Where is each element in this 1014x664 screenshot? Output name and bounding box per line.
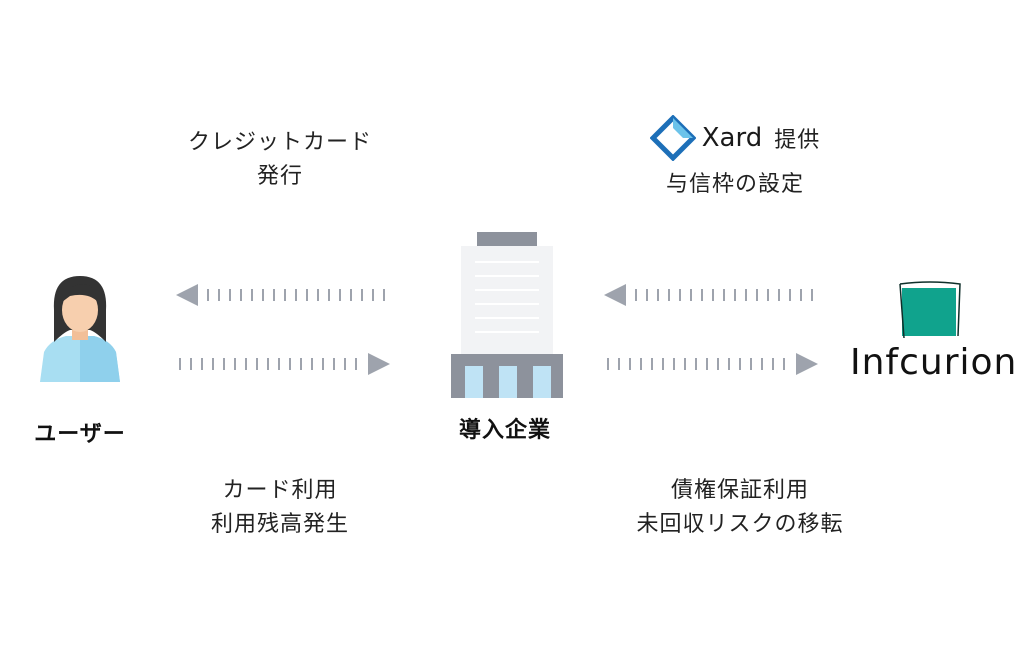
company-label: 導入企業 [458,418,551,443]
xard-brand-text: Xard [701,123,763,153]
caption-card-issuance: クレジットカード 発行 [160,126,400,194]
arrow-to-company-from-user [179,353,390,375]
user-label: ユーザー [34,422,126,447]
partner-node: Infcurion [850,280,1014,383]
caption-line: 与信枠の設定 [665,172,804,197]
caption-card-usage: カード利用 利用残高発生 [160,474,400,542]
caption-line: 未回収リスクの移転 [636,512,844,537]
user-node: ユーザー [20,270,140,448]
caption-xard-credit: Xard 提供 与信枠の設定 [610,112,860,202]
caption-line: 利用残高発生 [210,512,349,537]
caption-line: クレジットカード [187,130,372,155]
arrow-to-company-from-partner [604,284,813,306]
company-node: 導入企業 [440,232,570,444]
xard-suffix-text: 提供 [774,128,821,153]
user-icon [40,276,120,382]
xard-logo-icon [649,115,696,161]
arrow-to-partner [607,353,818,375]
infcurion-logo-icon [899,281,961,339]
caption-line: カード利用 [222,478,338,503]
caption-line: 発行 [256,164,303,189]
infcurion-logo-text: Infcurion [850,342,1014,383]
caption-guarantee: 債権保証利用 未回収リスクの移転 [620,474,860,542]
caption-line: 債権保証利用 [670,478,809,503]
arrow-to-user [176,284,385,306]
building-icon [451,232,563,398]
